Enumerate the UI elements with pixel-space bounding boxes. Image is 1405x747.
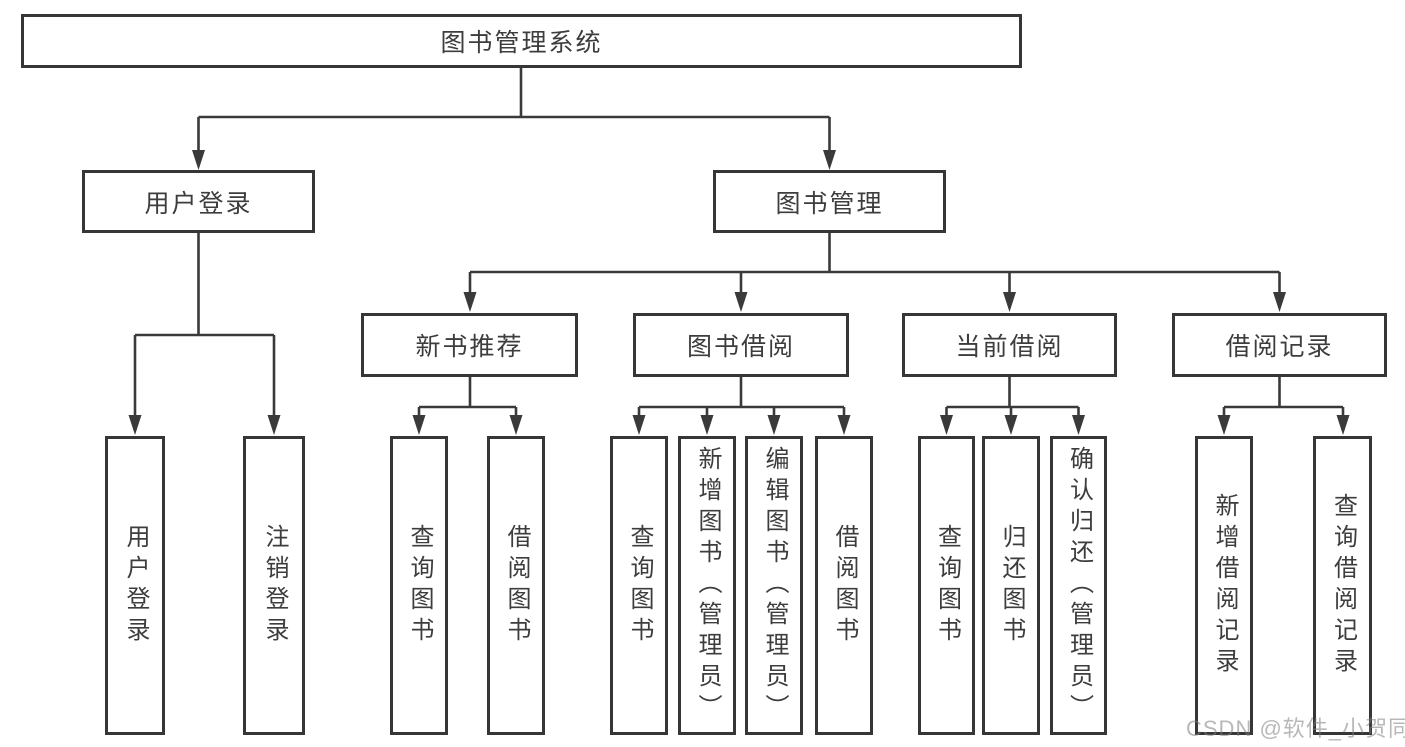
- node-book-borrowing: 图书借阅: [633, 313, 849, 377]
- connector-borrow-record-to-leaves: [1222, 377, 1345, 416]
- connector-new-book-to-leaves: [417, 377, 518, 416]
- connector-current-borrow-to-leaves: [945, 377, 1080, 416]
- leaf-query-books-current: 查询图书: [918, 436, 975, 735]
- connector-book-borrow-to-leaves: [637, 377, 846, 416]
- leaf-edit-book-admin: 编辑图书（管理员）: [745, 436, 803, 735]
- node-user-login: 用户登录: [82, 170, 315, 233]
- node-new-book-recommendation: 新书推荐: [361, 313, 578, 377]
- leaf-add-book-admin: 新增图书（管理员）: [678, 436, 736, 735]
- leaf-borrow-books-borrowing: 借阅图书: [815, 436, 873, 735]
- leaf-query-books-borrowing: 查询图书: [610, 436, 668, 735]
- watermark: CSDN @软件_小贺同学: [1186, 716, 1405, 741]
- leaf-query-borrow-record: 查询借阅记录: [1313, 436, 1372, 735]
- leaf-query-books-recommend: 查询图书: [390, 436, 448, 735]
- node-borrowing-records: 借阅记录: [1172, 313, 1387, 377]
- connector-user-login-to-leaves: [133, 233, 276, 416]
- leaf-borrow-books-recommend: 借阅图书: [487, 436, 545, 735]
- connector-book-mgmt-to-level3: [468, 233, 1281, 294]
- leaf-add-borrow-record: 新增借阅记录: [1195, 436, 1253, 735]
- node-library-management-system: 图书管理系统: [21, 14, 1022, 68]
- leaf-user-login: 用户登录: [105, 436, 165, 735]
- node-current-borrowing: 当前借阅: [902, 313, 1117, 377]
- leaf-logout: 注销登录: [243, 436, 305, 735]
- node-book-management: 图书管理: [713, 170, 946, 233]
- connector-root-to-level2: [197, 68, 831, 151]
- leaf-confirm-return-admin: 确认归还（管理员）: [1050, 436, 1107, 735]
- leaf-return-books: 归还图书: [982, 436, 1040, 735]
